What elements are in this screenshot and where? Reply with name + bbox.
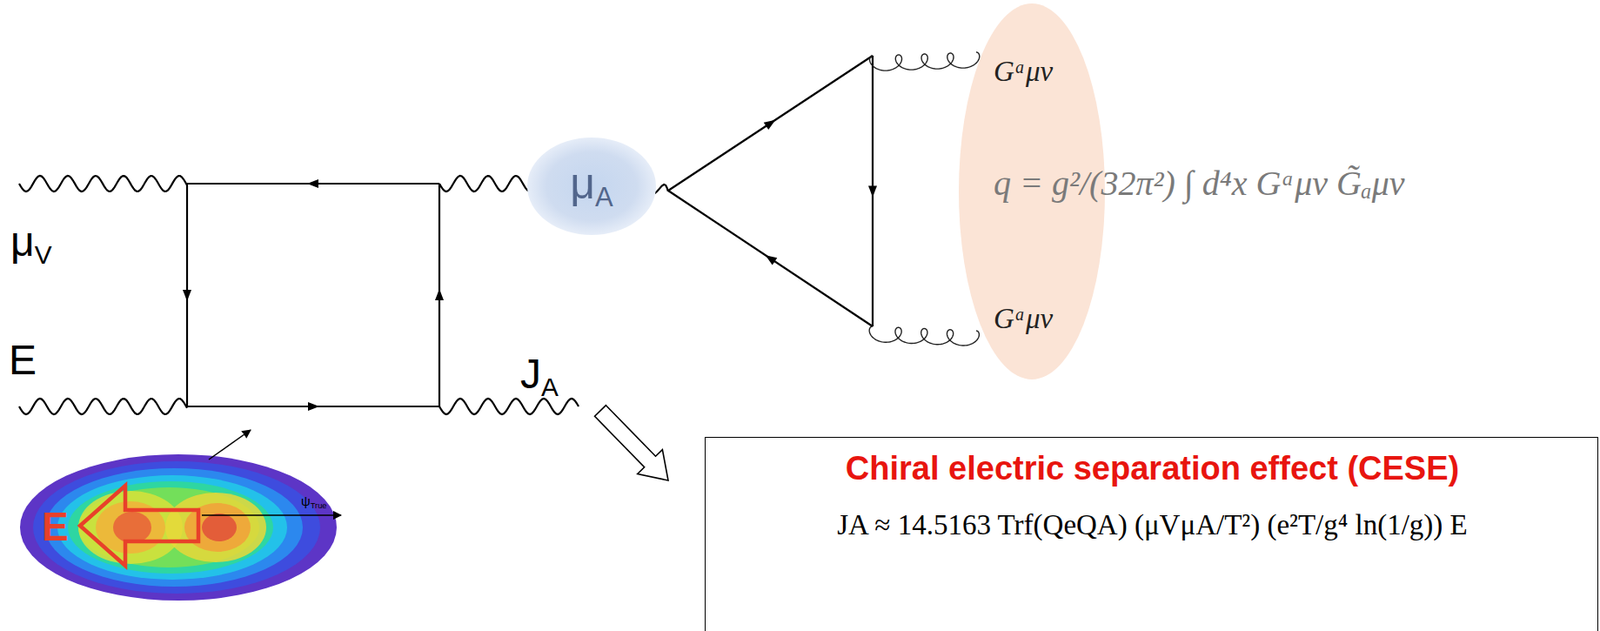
photon-line <box>19 398 188 415</box>
hollow-arrow <box>595 405 669 481</box>
gluon-line <box>870 52 980 71</box>
fermion-arrow <box>435 288 444 301</box>
gluon-field: Gᵃμν <box>993 302 1053 336</box>
topological-charge-region: Gᵃμνq = g²/(32π²) ∫ d⁴x Gᵃμν G̃ₐμνGᵃμν <box>957 1 1549 382</box>
blob-fill <box>527 137 657 235</box>
feynman-lines <box>19 52 980 481</box>
fermion-line <box>668 55 873 191</box>
hot-spot <box>113 511 152 543</box>
photon-line <box>439 175 533 192</box>
e-field-label: E <box>8 337 37 384</box>
density-ring <box>67 481 274 574</box>
effect-title: Chiral electric separation effect (CESE) <box>845 449 1460 489</box>
mu-a-blob: μA <box>527 137 657 235</box>
density-ring <box>57 475 288 580</box>
fermion-arrow <box>307 179 319 188</box>
charge-formula: q = g²/(32π²) ∫ d⁴x Gᵃμν G̃ₐμν <box>993 163 1405 204</box>
gluon-line <box>869 326 979 346</box>
density-ring <box>45 468 303 587</box>
chemical-potential: μA <box>569 159 614 214</box>
axial-current-label: JA <box>520 351 559 402</box>
collision-figure <box>20 429 342 601</box>
cese-box: Chiral electric separation effect (CESE)… <box>704 436 1599 631</box>
fermion-arrow <box>307 401 320 411</box>
field-arrow <box>80 485 199 566</box>
fermion-arrow <box>763 251 777 266</box>
gluon-field: Gᵃμν <box>993 55 1053 89</box>
plane-arrow <box>208 429 251 460</box>
fermion-arrow <box>868 186 877 198</box>
photon-line <box>19 175 188 192</box>
fermion-arrow <box>763 115 778 130</box>
hot-spot <box>165 492 267 563</box>
fermion-line <box>668 190 873 327</box>
field-label: E <box>41 504 69 549</box>
mu-v-label: μV <box>10 219 53 270</box>
fermion-arrow <box>182 289 192 302</box>
density-ring <box>20 454 337 601</box>
axis-label: ψTrue <box>301 494 327 510</box>
effect-formula: JA ≈ 14.5163 Trf(QeQA) (μVμA/T²) (e²T/g⁴… <box>836 508 1468 543</box>
hot-spot <box>201 513 237 542</box>
density-ring <box>33 461 321 594</box>
psi-axis <box>201 514 342 516</box>
